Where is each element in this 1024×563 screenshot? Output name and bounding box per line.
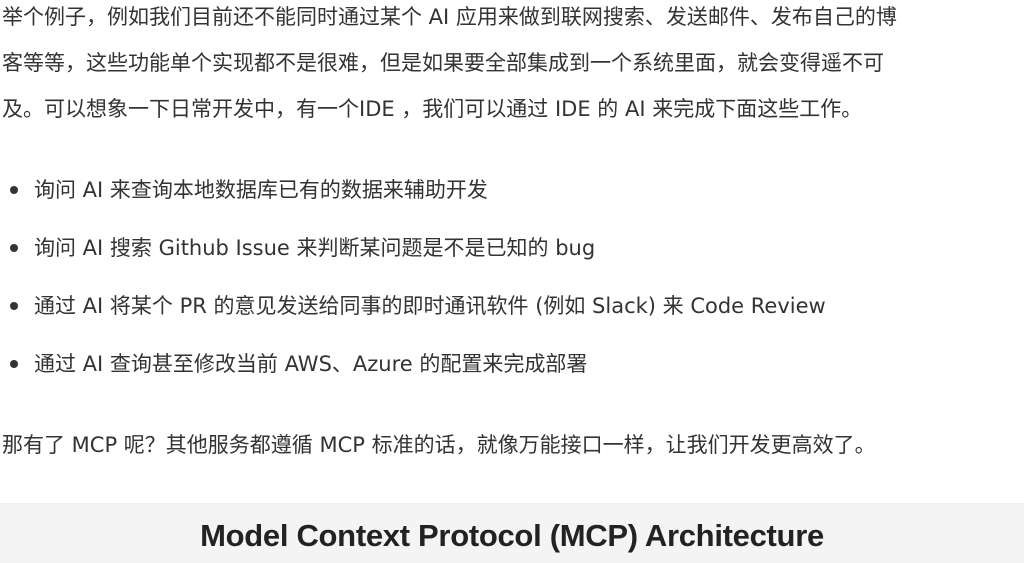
list-item-text: 通过 AI 将某个 PR 的意见发送给同事的即时通讯软件 (例如 Slack) …	[34, 294, 826, 318]
figure-title: Model Context Protocol (MCP) Architectur…	[200, 518, 824, 553]
bullet-dot-icon	[10, 302, 18, 310]
list-item-text: 询问 AI 来查询本地数据库已有的数据来辅助开发	[34, 178, 488, 202]
list-item-text: 通过 AI 查询甚至修改当前 AWS、Azure 的配置来完成部署	[34, 352, 588, 376]
intro-line: 客等等，这些功能单个实现都不是很难，但是如果要全部集成到一个系统里面，就会变得遥…	[2, 51, 884, 75]
architecture-figure: Model Context Protocol (MCP) Architectur…	[0, 503, 1024, 563]
list-item: 通过 AI 查询甚至修改当前 AWS、Azure 的配置来完成部署	[0, 341, 1020, 399]
intro-line: 及。可以想象一下日常开发中，有一个IDE ，我们可以通过 IDE 的 AI 来完…	[2, 97, 863, 121]
bullet-dot-icon	[10, 186, 18, 194]
list-item: 询问 AI 搜索 Github Issue 来判断某问题是不是已知的 bug	[0, 225, 1020, 283]
outro-paragraph: 那有了 MCP 呢？其他服务都遵循 MCP 标准的话，就像万能接口一样，让我们开…	[2, 433, 876, 457]
bullet-dot-icon	[10, 244, 18, 252]
intro-paragraph: 举个例子，例如我们目前还不能同时通过某个 AI 应用来做到联网搜索、发送邮件、发…	[2, 0, 1020, 132]
use-case-list: 询问 AI 来查询本地数据库已有的数据来辅助开发 询问 AI 搜索 Github…	[0, 167, 1020, 399]
list-item-text: 询问 AI 搜索 Github Issue 来判断某问题是不是已知的 bug	[34, 236, 596, 260]
intro-line: 举个例子，例如我们目前还不能同时通过某个 AI 应用来做到联网搜索、发送邮件、发…	[2, 5, 897, 29]
list-item: 询问 AI 来查询本地数据库已有的数据来辅助开发	[0, 167, 1020, 225]
list-item: 通过 AI 将某个 PR 的意见发送给同事的即时通讯软件 (例如 Slack) …	[0, 283, 1020, 341]
bullet-dot-icon	[10, 360, 18, 368]
